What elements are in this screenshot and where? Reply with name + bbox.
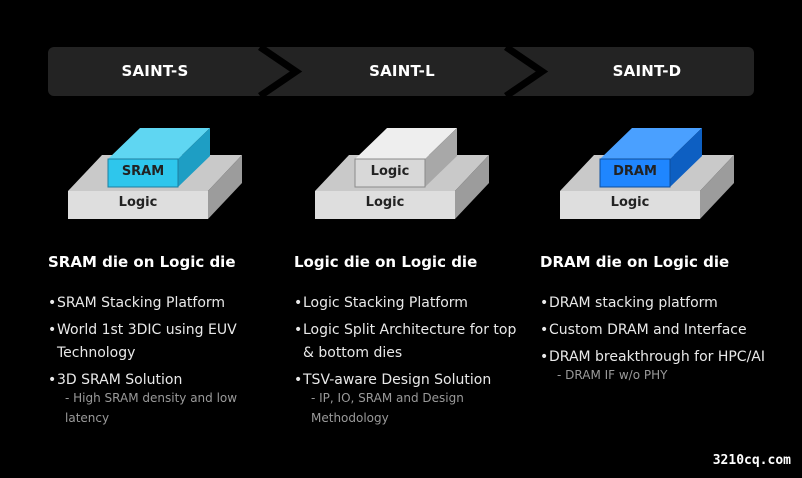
- stage-banner: SAINT-S SAINT-L SAINT-D: [48, 47, 754, 96]
- stage-label-saint-d: SAINT-D: [612, 62, 682, 80]
- bullet-subtext: - High SRAM density and low latency: [65, 391, 238, 425]
- bullet-item: Custom DRAM and Interface: [540, 319, 770, 342]
- stage-label-saint-s: SAINT-S: [121, 62, 189, 80]
- die-stack-logic-on-logic: Logic Logic: [315, 128, 491, 220]
- bullet-item: Logic Stacking Platform: [294, 292, 524, 315]
- die-stack-sram-on-logic: SRAM Logic: [68, 128, 244, 220]
- die-base-label: Logic: [118, 195, 158, 210]
- bullet-item: DRAM breakthrough for HPC/AI - DRAM IF w…: [540, 346, 770, 385]
- bullet-item: SRAM Stacking Platform: [48, 292, 278, 315]
- bullet-item: DRAM stacking platform: [540, 292, 770, 315]
- bullet-item: World 1st 3DIC using EUV Technology: [48, 319, 278, 365]
- die-base-label: Logic: [610, 195, 650, 210]
- column-title: Logic die on Logic die: [294, 253, 478, 271]
- die-top-label: Logic: [370, 164, 410, 179]
- column-title: DRAM die on Logic die: [540, 253, 730, 271]
- column-saint-s: SRAM die on Logic die SRAM Stacking Plat…: [48, 252, 278, 432]
- bullet-subtext: - IP, IO, SRAM and Design Methodology: [311, 391, 464, 425]
- bullet-subtext: - DRAM IF w/o PHY: [557, 368, 668, 382]
- bullet-item: Logic Split Architecture for top & botto…: [294, 319, 524, 365]
- banner-background: [48, 47, 754, 96]
- column-saint-d: DRAM die on Logic die DRAM stacking plat…: [540, 252, 770, 389]
- watermark: 3210cq.com: [709, 451, 794, 470]
- bullet-list: DRAM stacking platform Custom DRAM and I…: [540, 292, 770, 385]
- bullet-list: SRAM Stacking Platform World 1st 3DIC us…: [48, 292, 278, 428]
- die-top-label: DRAM: [613, 164, 657, 179]
- bullet-item: TSV-aware Design Solution - IP, IO, SRAM…: [294, 369, 524, 428]
- bullet-item: 3D SRAM Solution - High SRAM density and…: [48, 369, 278, 428]
- column-saint-l: Logic die on Logic die Logic Stacking Pl…: [294, 252, 524, 432]
- die-base-label: Logic: [365, 195, 405, 210]
- column-title: SRAM die on Logic die: [48, 253, 236, 271]
- die-stack-dram-on-logic: DRAM Logic: [560, 128, 736, 220]
- die-top-label: SRAM: [121, 164, 165, 179]
- bullet-list: Logic Stacking Platform Logic Split Arch…: [294, 292, 524, 428]
- stage-label-saint-l: SAINT-L: [369, 62, 435, 80]
